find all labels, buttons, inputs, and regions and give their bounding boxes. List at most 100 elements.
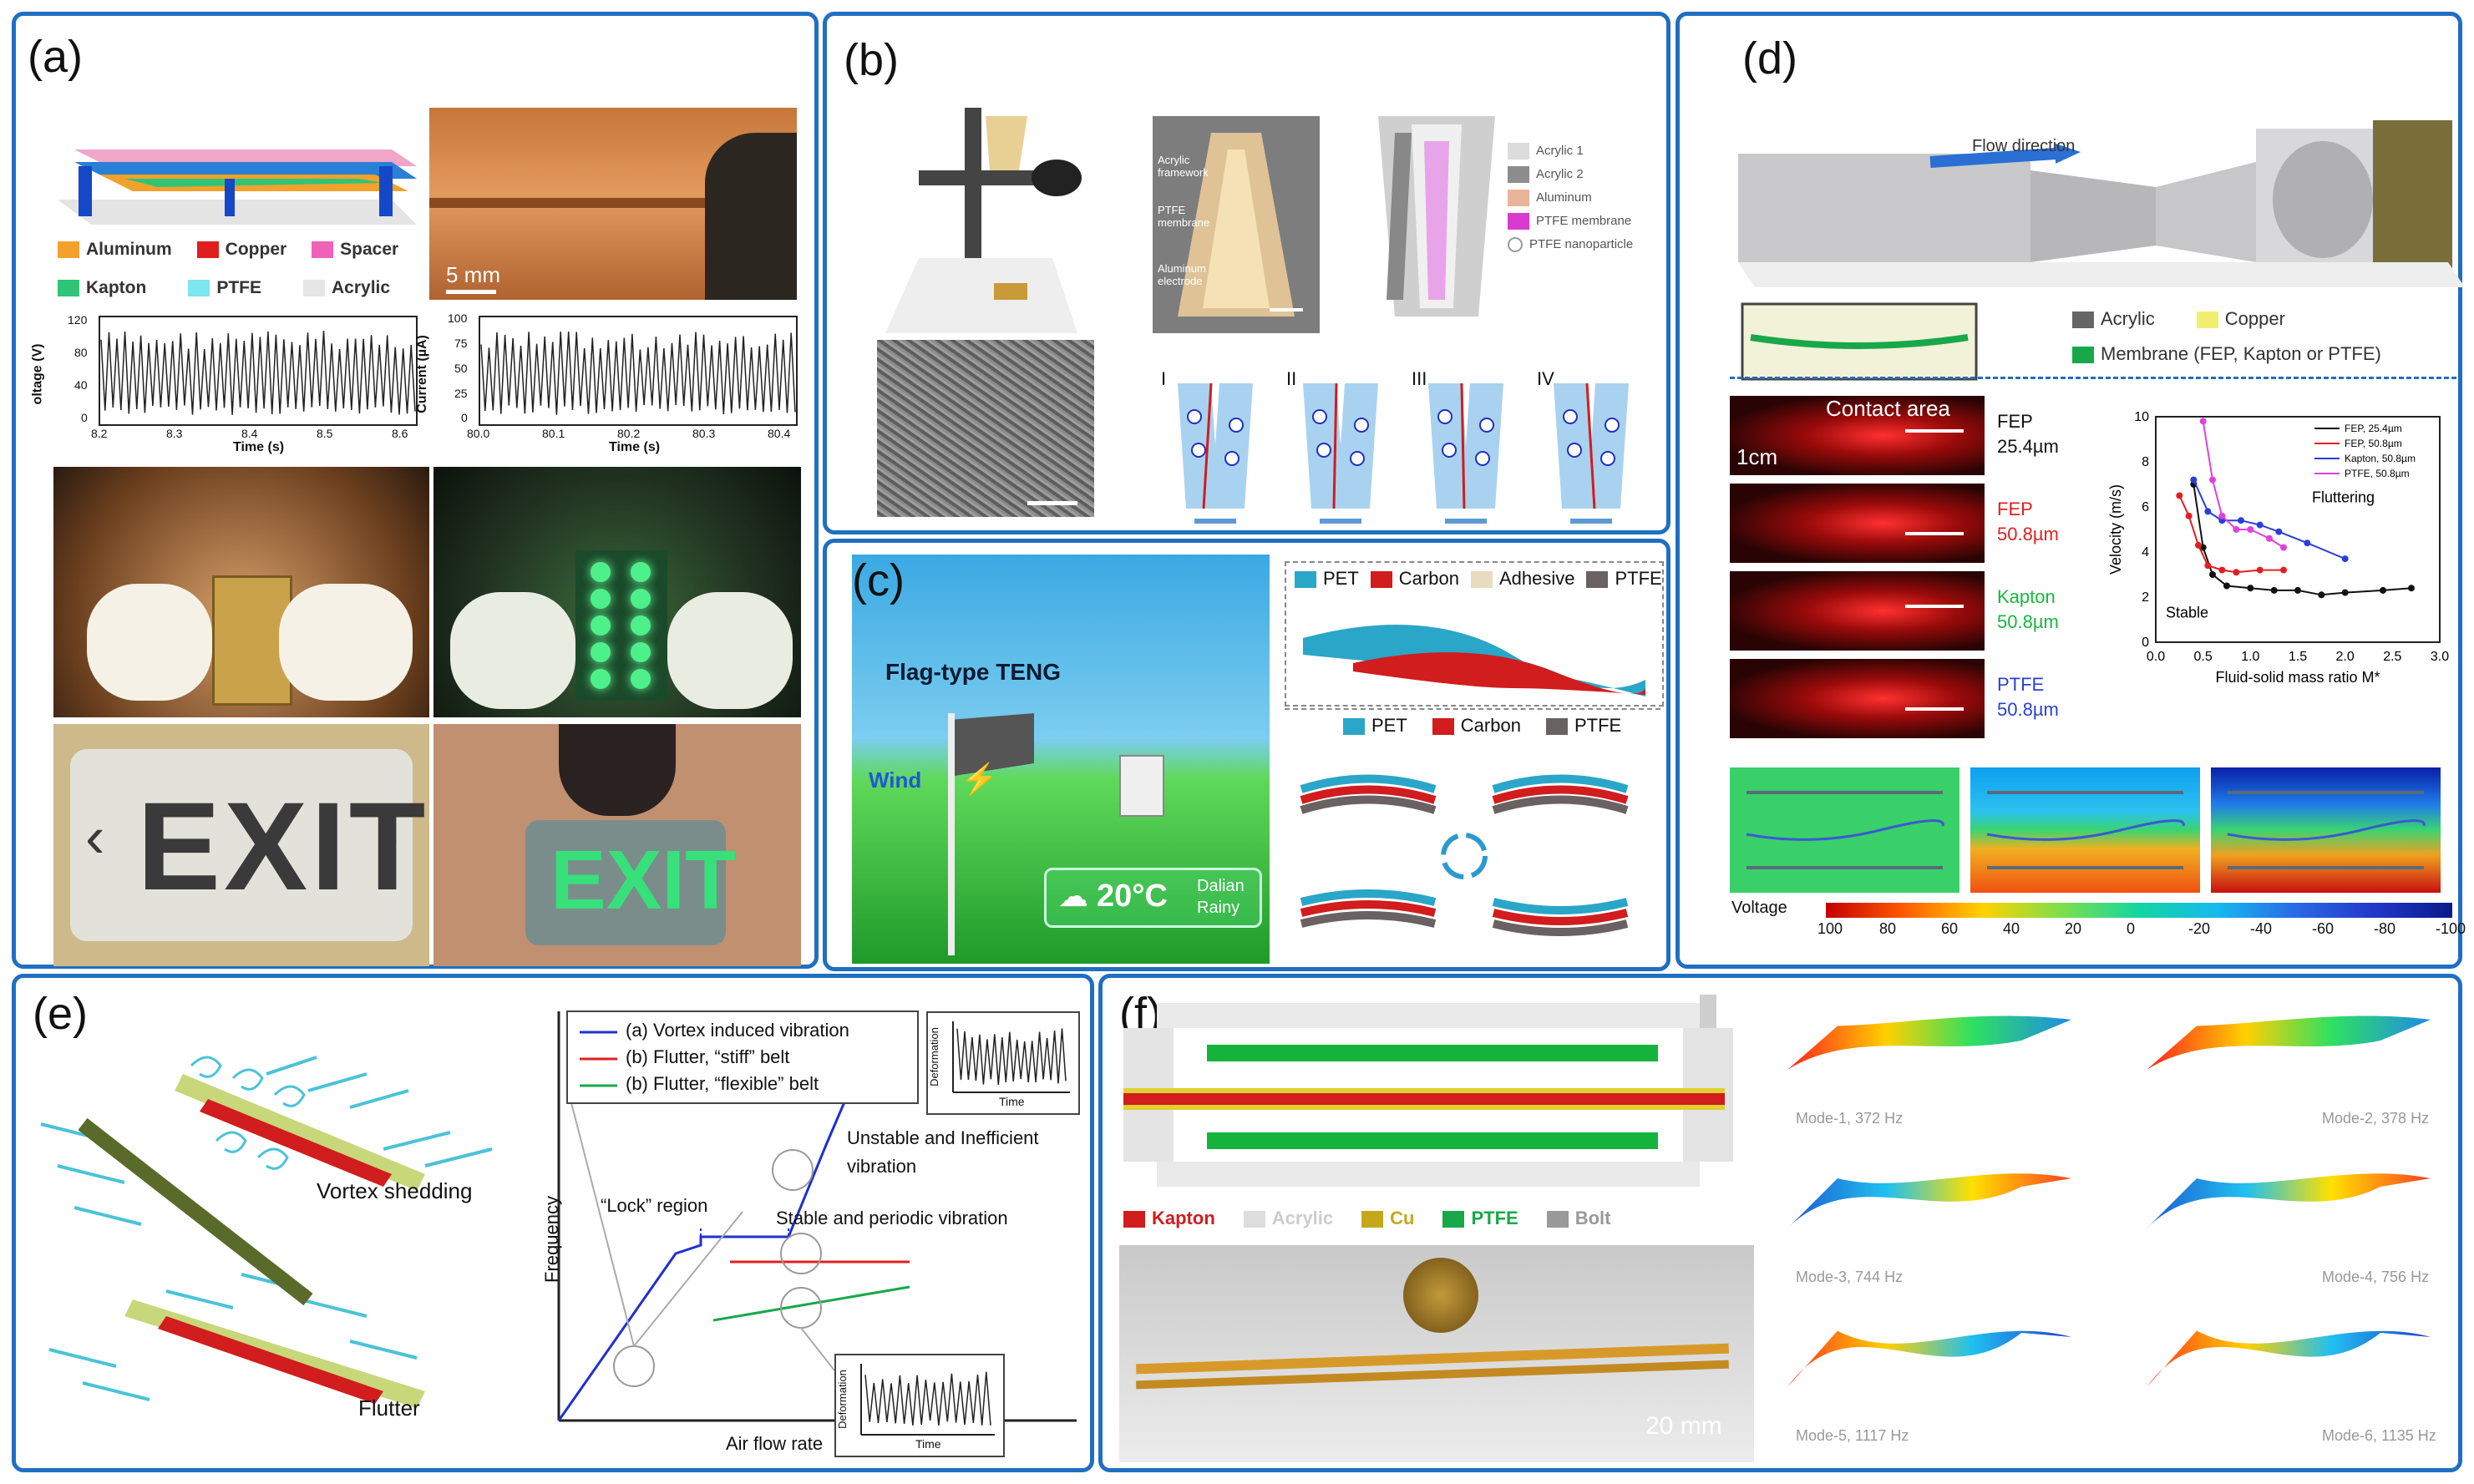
x-tick-label: 0.5 <box>2194 650 2213 664</box>
photo-exit-on: EXIT <box>433 724 801 966</box>
data-point <box>2204 562 2212 570</box>
scale-label: 1cm <box>1736 444 1778 469</box>
legend-item: PTFE nanoparticle <box>1508 233 1633 256</box>
xtick: 80.3 <box>692 427 716 440</box>
data-point <box>2190 476 2198 484</box>
legend-item: Carbon <box>1432 715 1521 737</box>
photo-hands-leds <box>433 467 801 717</box>
device-schematic <box>58 149 417 225</box>
contact-area-label: Contact area <box>1826 396 1950 421</box>
data-point <box>2280 544 2287 551</box>
mode-label: Mode-4, 756 Hz <box>2322 1269 2430 1285</box>
led-icon <box>631 642 651 662</box>
membrane-box <box>1741 302 1978 381</box>
legend-label: PTFE, 50.8µm <box>2345 468 2410 479</box>
flag-teng-label: Flag-type TENG <box>885 659 1062 685</box>
stage-label: II <box>1286 368 1297 389</box>
data-point <box>2247 526 2254 533</box>
x-tick-label: 1.5 <box>2289 650 2307 664</box>
legend-flutter-stiff: (b) Flutter, “stiff” belt <box>626 1046 790 1067</box>
data-point <box>2176 492 2183 499</box>
wind-label: Wind <box>869 767 922 793</box>
annotation-fluttering: Fluttering <box>2312 489 2375 506</box>
mode-label: Mode-5, 1117 Hz <box>1796 1427 1909 1444</box>
mode-shape: Mode-4, 756 Hz <box>2130 1145 2464 1295</box>
inset-stable: Deformation Time <box>834 1354 1005 1457</box>
y-tick-label: 4 <box>2142 545 2149 560</box>
layer-legend-mid: PET Carbon PTFE <box>1285 708 1660 960</box>
colorbar-tick: -100 <box>2436 920 2466 937</box>
legend-flutter-flexible: (b) Flutter, “flexible” belt <box>626 1073 819 1094</box>
strip-thickness: 50.8µm <box>1997 699 2059 720</box>
panel-b: (b) Acrylic framework PTFE membrane Alum… <box>823 12 1670 534</box>
airflow-axis-label: Air flow rate <box>726 1433 824 1454</box>
mode-shape: Mode-1, 372 Hz <box>1771 986 2105 1137</box>
data-point <box>2256 566 2264 574</box>
scale-label: 20 mm <box>1645 1412 1722 1440</box>
data-point <box>2270 586 2278 594</box>
legend-item: PET <box>1343 715 1407 737</box>
legend-item: Copper <box>2196 308 2285 330</box>
colorbar-tick: -40 <box>2250 920 2273 937</box>
current-ylabel: Current (µA) <box>414 335 429 413</box>
vortex-illustration <box>40 1056 493 1408</box>
x-tick-label: 1.0 <box>2241 650 2259 664</box>
data-point <box>2380 586 2386 594</box>
data-point <box>2304 539 2311 547</box>
voltage-field-maps <box>1730 767 2456 934</box>
data-point <box>2195 541 2202 549</box>
led-icon <box>591 669 611 689</box>
weather-cond: Rainy <box>1197 899 1240 917</box>
frame-label-ptfe: PTFE membrane <box>1158 204 1210 229</box>
xtick: 8.3 <box>166 427 183 440</box>
y-tick-label: 10 <box>2134 410 2149 424</box>
legend-item: Aluminum <box>1508 186 1633 210</box>
x-tick-label: 2.0 <box>2336 650 2355 664</box>
strip-thickness: 25.4µm <box>1997 436 2059 457</box>
frame-photo: Acrylic framework PTFE membrane Aluminum… <box>1153 116 1320 333</box>
legend-item: Acrylic 2 <box>1508 163 1633 186</box>
legend-item: Acrylic 1 <box>1508 139 1633 163</box>
mode-shape: Mode-2, 378 Hz <box>2130 986 2464 1137</box>
data-point <box>2256 521 2264 529</box>
legend-item: Acrylic <box>1243 1208 1333 1229</box>
inset-xlabel: Time <box>999 1095 1025 1108</box>
cloud-rain-icon: ☁ <box>1058 879 1088 913</box>
ytick: 40 <box>74 378 88 392</box>
ytick: 50 <box>454 362 468 375</box>
layer-legend-top: PET Carbon Adhesive PTFE <box>1285 561 1664 707</box>
ytick: 0 <box>461 411 468 424</box>
legend-item: PTFE <box>1586 568 1662 590</box>
x-axis-label: Fluid-solid mass ratio M* <box>2215 669 2380 686</box>
panel-b-legend: Acrylic 1 Acrylic 2 Aluminum PTFE membra… <box>1508 139 1633 256</box>
exit-sign-led-text: EXIT <box>550 833 737 927</box>
voltage-plot: oltage (V) 120 80 40 0 8.2 8.3 8.4 8.5 8… <box>30 308 421 458</box>
stage-label: I <box>1161 368 1167 389</box>
inset-ylabel: Deformation <box>835 1370 849 1429</box>
panel-a-label: (a) <box>28 32 83 82</box>
colorbar-tick: -80 <box>2374 920 2396 937</box>
strip-material: FEP <box>1997 499 2033 519</box>
strip-material: FEP <box>1997 411 2033 432</box>
data-point <box>2204 508 2212 515</box>
legend-item: PTFE membrane <box>1508 210 1633 233</box>
data-point <box>2209 476 2216 484</box>
wind-tunnel-schematic <box>1738 120 2465 287</box>
led-icon <box>591 615 611 636</box>
data-point <box>2280 566 2287 574</box>
colorbar-tick: -20 <box>2188 920 2211 937</box>
panel-a-legend: Aluminum Copper Spacer Kapton PTFE Acryl… <box>58 240 408 298</box>
arrow-left-icon: ‹ <box>85 804 105 869</box>
strip-thickness: 50.8µm <box>1997 524 2059 544</box>
legend-item: Acrylic <box>2072 308 2155 330</box>
mode-label: Mode-6, 1135 Hz <box>2322 1427 2436 1444</box>
field-map <box>1970 767 2200 893</box>
led-icon <box>591 562 611 582</box>
mode-label: Mode-1, 372 Hz <box>1796 1110 1904 1127</box>
colorbar-tick: -60 <box>2312 920 2335 937</box>
panel-f-legend: Kapton Acrylic Cu PTFE Bolt <box>1123 1208 1610 1229</box>
lightning-icon: ⚡ <box>961 762 998 796</box>
colorbar-tick: 20 <box>2065 920 2082 937</box>
y-tick-label: 0 <box>2142 636 2149 650</box>
